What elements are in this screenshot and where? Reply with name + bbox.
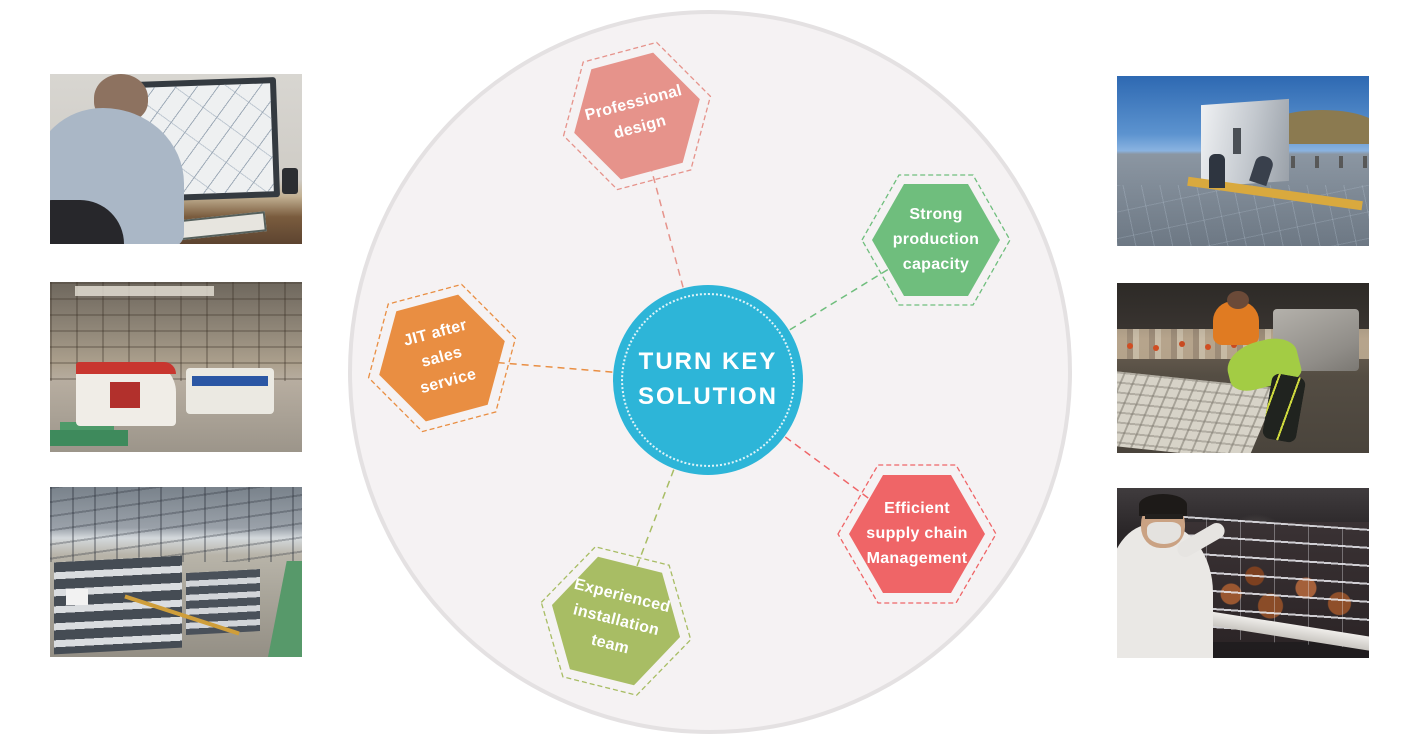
roof-truss-shape [50,487,302,562]
pallet-label-shape [66,589,88,605]
pallet-stack-shape [54,555,182,655]
glasses-shape [1145,514,1183,519]
green-floor-lane-shape [268,561,302,657]
drawing-tablet-shape [173,211,267,241]
punch-machine-shape [186,368,274,414]
worker-head-shape [1227,291,1249,309]
dotted-ring [621,293,795,467]
machine-core [110,382,140,408]
machine-band [192,376,268,386]
photo-cage-inspection [1117,488,1369,658]
work-table-shape [60,422,114,430]
photo-design-workstation [50,74,302,244]
pallet-stack-shape [186,569,260,635]
foreground-roof-shape [1117,184,1369,246]
door-shape [1233,128,1241,154]
hexagon-label-supply-chain: Efficient supply chain Management [866,499,968,567]
feeder-dots-shape [1127,343,1133,349]
worker-shape [1209,154,1225,188]
machine-band [76,362,176,374]
center-circle: TURN KEY SOLUTION [613,285,803,475]
work-table-shape [50,430,128,446]
hexagon-label-strong-production: Strong production capacity [892,205,980,273]
skylight-shape [75,286,214,296]
photo-equipment-installation [1117,283,1369,453]
face-mask-shape [1147,522,1181,544]
photo-construction-site [1117,76,1369,246]
technician-hair-shape [1139,494,1187,516]
speaker-shape [282,168,298,194]
photo-factory-floor [50,282,302,452]
photo-warehouse-stock [50,487,302,657]
punch-machine-shape [76,362,176,426]
